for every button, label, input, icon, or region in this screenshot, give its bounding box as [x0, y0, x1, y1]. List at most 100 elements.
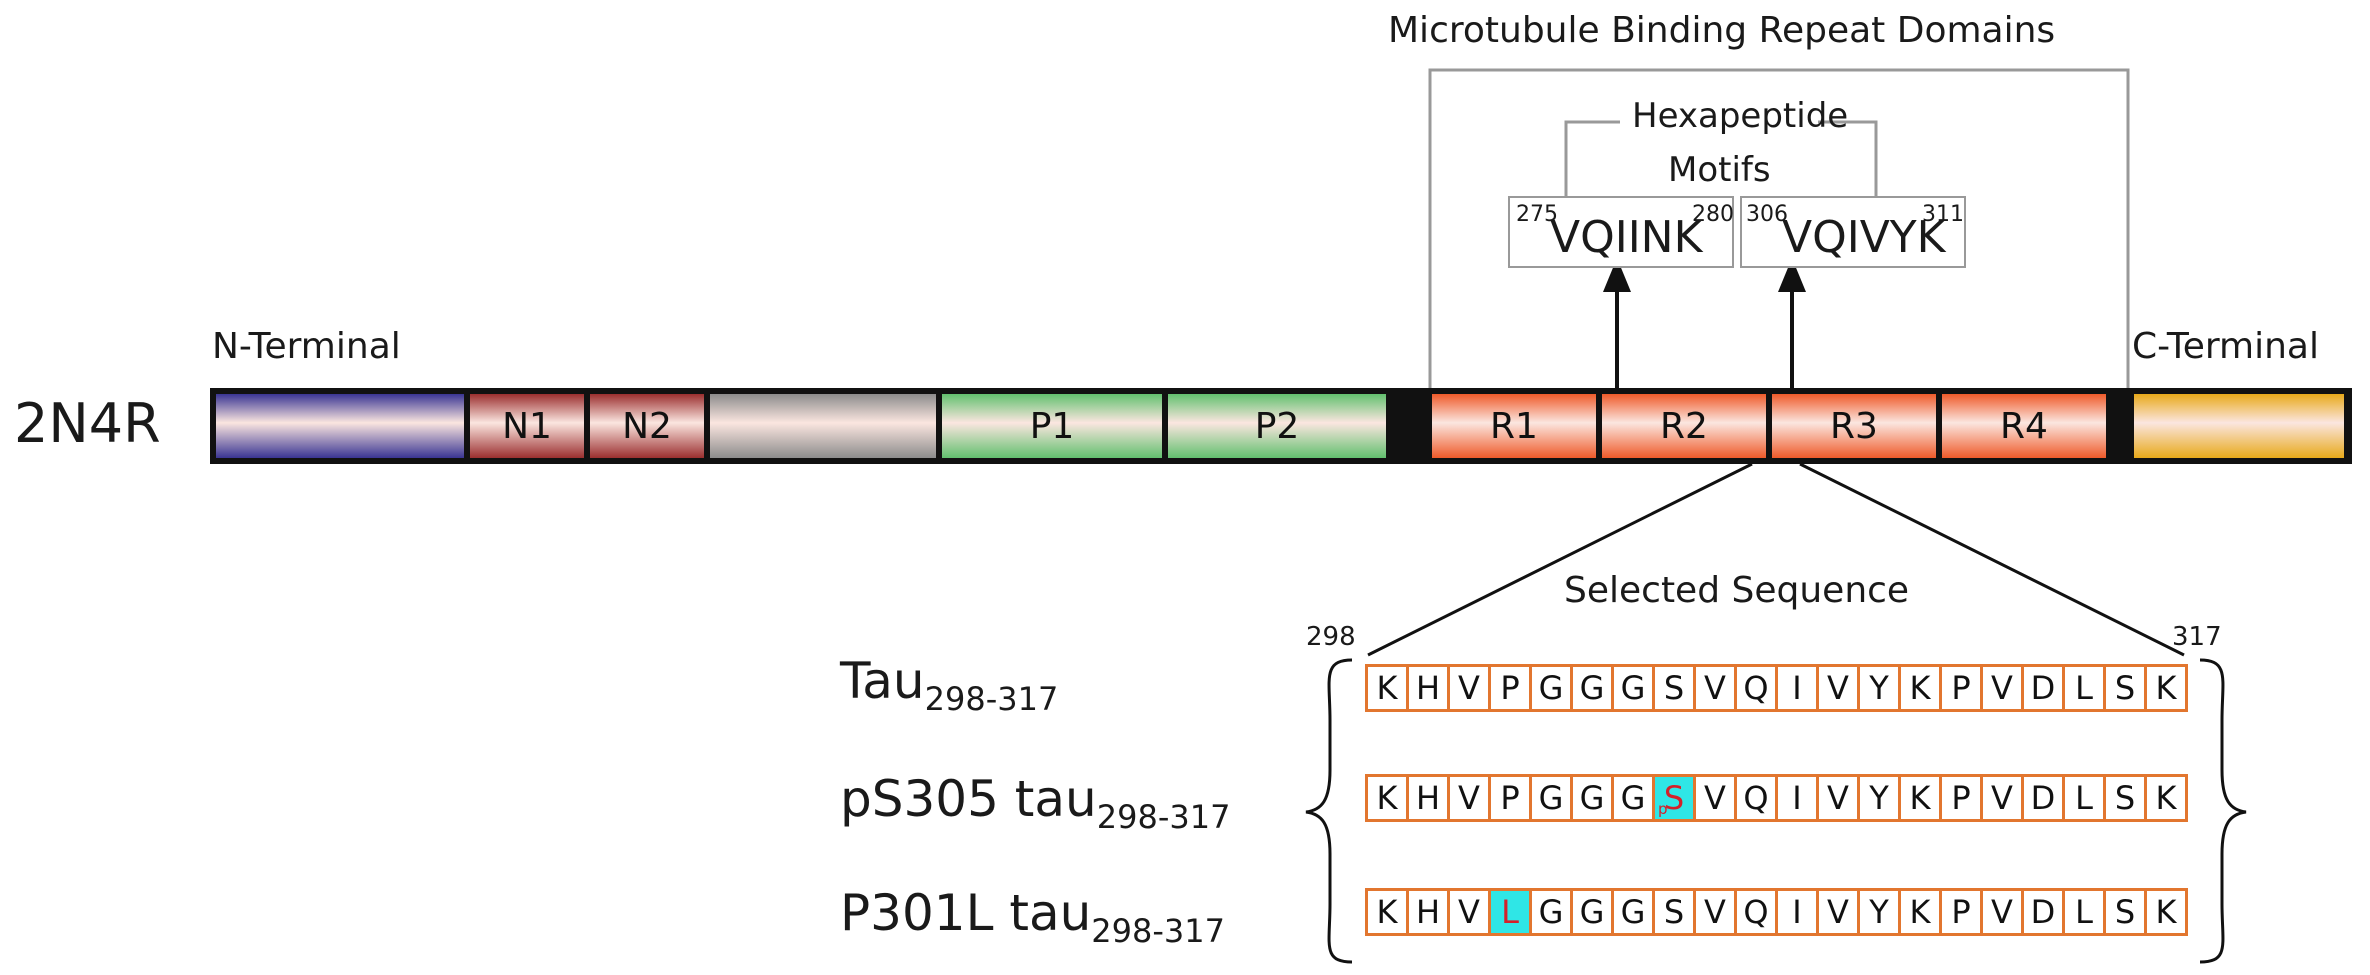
segment-n2: N2 — [590, 394, 704, 458]
arrowhead-motif1 — [1603, 258, 1631, 292]
residue-cell: Q — [1734, 774, 1778, 822]
residue-letter: V — [1704, 669, 1726, 707]
residue-cell: L — [2062, 664, 2106, 712]
residue-cell: Q — [1734, 888, 1778, 936]
residue-letter: H — [1415, 669, 1441, 707]
residue-cell: V — [1447, 774, 1491, 822]
residue-letter: K — [2155, 669, 2177, 707]
residue-cell: D — [2021, 888, 2065, 936]
residue-letter: I — [1792, 669, 1802, 707]
residue-cell: G — [1611, 774, 1655, 822]
sequence-start-number: 298 — [1306, 622, 1356, 652]
segment-p1: P1 — [942, 394, 1162, 458]
residue-cell: G — [1570, 664, 1614, 712]
repeat-domain-bracket — [1428, 68, 2130, 388]
row-label-tau: Tau298-317 — [840, 652, 1059, 718]
residue-letter: S — [1663, 893, 1685, 931]
residue-cell: Y — [1857, 888, 1901, 936]
residue-cell: V — [1816, 664, 1860, 712]
segment-p2: P2 — [1168, 394, 1386, 458]
residue-cell: K — [1365, 888, 1409, 936]
residue-cell: D — [2021, 774, 2065, 822]
residue-letter: I — [1792, 779, 1802, 817]
residue-letter: K — [2155, 779, 2177, 817]
residue-cell: V — [1447, 888, 1491, 936]
residue-cell: S — [1652, 888, 1696, 936]
residue-letter: K — [1909, 779, 1931, 817]
residue-letter: K — [2155, 893, 2177, 931]
residue-letter: Q — [1743, 779, 1769, 817]
isoform-label: 2N4R — [14, 392, 161, 455]
segment-r4: R4 — [1942, 394, 2106, 458]
residue-letter: V — [1991, 779, 2013, 817]
residue-letter: Q — [1743, 893, 1769, 931]
motif-2-sequence: VQIVYK — [1782, 212, 1946, 263]
residue-letter: G — [1579, 669, 1605, 707]
residue-letter: G — [1538, 893, 1564, 931]
residue-letter: V — [1991, 893, 2013, 931]
protein-bar: N1 N2 P1 P2 R1 R2 R3 R4 — [210, 388, 2352, 464]
c-terminal-label: C-Terminal — [2132, 326, 2319, 367]
residue-cell: G — [1611, 888, 1655, 936]
row-label-p301l: P301L tau298-317 — [840, 884, 1225, 950]
motif-1-sequence: VQIINK — [1550, 212, 1703, 263]
hexapeptide-bracket-right — [1818, 120, 1878, 196]
residue-letter: K — [1376, 669, 1398, 707]
motifs-label: Motifs — [1668, 150, 1771, 190]
residue-cell: P — [1488, 774, 1532, 822]
residue-letter: P — [1951, 893, 1971, 931]
residue-letter: V — [1458, 669, 1480, 707]
residue-letter: L — [2075, 669, 2093, 707]
residue-cell: L — [1488, 888, 1532, 936]
residue-cell: P — [1488, 664, 1532, 712]
n-terminal-label: N-Terminal — [212, 326, 401, 367]
segment-n1: N1 — [470, 394, 584, 458]
residue-letter: D — [2030, 779, 2056, 817]
residue-cell: V — [1693, 774, 1737, 822]
residue-letter: K — [1376, 779, 1398, 817]
residue-cell: Y — [1857, 664, 1901, 712]
residue-cell: L — [2062, 888, 2106, 936]
residue-letter: S — [1663, 669, 1685, 707]
residue-cell: L — [2062, 774, 2106, 822]
residue-letter: V — [1704, 893, 1726, 931]
residue-cell: V — [1980, 888, 2024, 936]
residue-letter: V — [1827, 779, 1849, 817]
residue-cell: I — [1775, 888, 1819, 936]
residue-cell: V — [1816, 774, 1860, 822]
repeat-domains-title: Microtubule Binding Repeat Domains — [1388, 10, 2056, 51]
sequence-end-number: 317 — [2172, 622, 2222, 652]
residue-cell: Q — [1734, 664, 1778, 712]
residue-letter: K — [1909, 669, 1931, 707]
right-curly-brace — [2199, 658, 2247, 964]
residue-letter: K — [1376, 893, 1398, 931]
segment-r1: R1 — [1432, 394, 1596, 458]
motif-box-2: 306 VQIVYK 311 — [1740, 196, 1966, 268]
residue-cell: K — [1898, 664, 1942, 712]
residue-letter: Y — [1869, 893, 1889, 931]
residue-letter: G — [1620, 893, 1646, 931]
residue-letter: G — [1538, 779, 1564, 817]
residue-cell: P — [1939, 888, 1983, 936]
residue-letter: L — [1501, 893, 1519, 931]
zoom-line-left — [1367, 462, 1753, 657]
residue-cell: D — [2021, 664, 2065, 712]
residue-cell: V — [1693, 888, 1737, 936]
residue-letter: I — [1792, 893, 1802, 931]
residue-cell: G — [1529, 774, 1573, 822]
motif-1-end: 280 — [1692, 202, 1734, 227]
residue-letter: D — [2030, 893, 2056, 931]
zoom-line-right — [1799, 462, 2185, 657]
residue-cell: G — [1570, 774, 1614, 822]
residue-cell: K — [1365, 664, 1409, 712]
residue-letter: S — [2114, 779, 2136, 817]
residue-letter: L — [2075, 893, 2093, 931]
residue-letter: D — [2030, 669, 2056, 707]
motif-1-start: 275 — [1516, 202, 1558, 227]
residue-cell: G — [1529, 664, 1573, 712]
residue-letter: G — [1620, 779, 1646, 817]
residue-cell: I — [1775, 774, 1819, 822]
